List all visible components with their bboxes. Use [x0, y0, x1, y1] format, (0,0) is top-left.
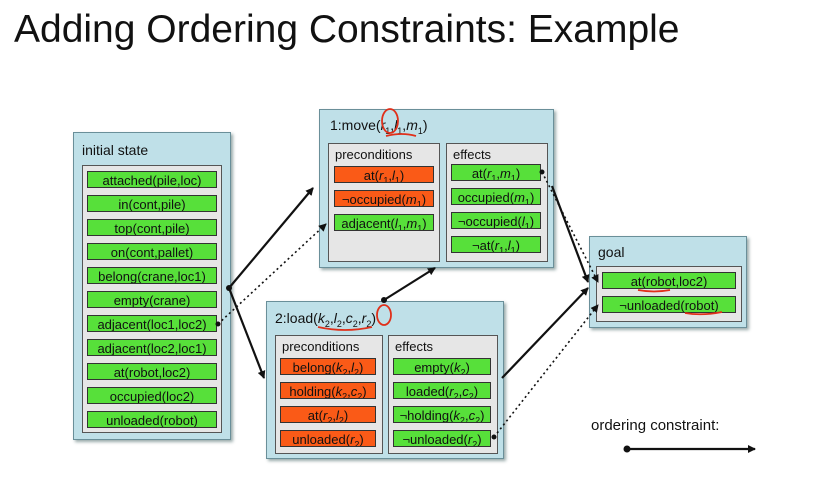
- load-effect: ¬unloaded(r2): [393, 430, 491, 447]
- move-precondition: adjacent(l1,m1): [334, 214, 434, 231]
- load-effect: ¬holding(k2,c2): [393, 406, 491, 423]
- causal-link-at: [539, 169, 599, 283]
- goal-literal: ¬unloaded(robot): [602, 296, 736, 313]
- move-precondition: ¬occupied(m1): [334, 190, 434, 207]
- ordering-arrow-move-goal: [550, 185, 590, 283]
- annotation-underline: [684, 311, 723, 316]
- initial-literal: in(cont,pile): [87, 195, 217, 212]
- annotation-circle: [381, 108, 399, 134]
- initial-literal: belong(crane,loc1): [87, 267, 217, 284]
- move-precondition: at(r1,l1): [334, 166, 434, 183]
- annotation-underline: [317, 326, 373, 331]
- load-preconditions-label: preconditions: [282, 339, 360, 354]
- ordering-arrow-load-goal: [501, 287, 589, 379]
- initial-literal: top(cont,pile): [87, 219, 217, 236]
- initial-state-panel: initial state attached(pile,loc) in(cont…: [73, 132, 231, 440]
- load-precondition: unloaded(r2): [280, 430, 376, 447]
- move-action-label: 1:move(r1,l1,m1): [330, 117, 428, 136]
- move-effect: occupied(m1): [451, 188, 541, 205]
- move-preconditions: preconditions at(r1,l1) ¬occupied(m1) ad…: [328, 143, 440, 262]
- move-effect: ¬occupied(l1): [451, 212, 541, 229]
- initial-literal: on(cont,pallet): [87, 243, 217, 260]
- load-preconditions: preconditions belong(k2,l2) holding(k2,c…: [275, 335, 383, 454]
- initial-literal: at(robot,loc2): [87, 363, 217, 380]
- goal-literal: at(robot,loc2): [602, 272, 736, 289]
- initial-state-label: initial state: [82, 142, 149, 158]
- load-action-panel: 2:load(k2,l2,c2,r2) preconditions belong…: [266, 301, 504, 459]
- annotation-underline: [385, 133, 417, 137]
- move-effect: at(r1,m1): [451, 164, 541, 181]
- initial-literal: empty(crane): [87, 291, 217, 308]
- legend-arrow: [623, 445, 756, 453]
- load-effects-label: effects: [395, 339, 434, 354]
- initial-literal: adjacent(loc2,loc1): [87, 339, 217, 356]
- annotation-underline: [637, 289, 671, 293]
- initial-literal: attached(pile,loc): [87, 171, 217, 188]
- load-effect: empty(k2): [393, 358, 491, 375]
- ordering-arrow-load-move: [381, 267, 436, 303]
- annotation-circle: [376, 304, 392, 326]
- load-effect: loaded(r2,c2): [393, 382, 491, 399]
- load-precondition: belong(k2,l2): [280, 358, 376, 375]
- initial-literal: occupied(loc2): [87, 387, 217, 404]
- causal-link-unloaded: [491, 304, 599, 440]
- legend-label: ordering constraint:: [591, 417, 720, 434]
- load-precondition: at(r2,l2): [280, 406, 376, 423]
- load-action-label: 2:load(k2,l2,c2,r2): [275, 310, 377, 329]
- causal-link-adjacent: [215, 223, 327, 327]
- move-effects-label: effects: [453, 147, 492, 162]
- move-effects: effects at(r1,m1) occupied(m1) ¬occupied…: [446, 143, 548, 262]
- move-preconditions-label: preconditions: [335, 147, 413, 162]
- page-title: Adding Ordering Constraints: Example: [14, 8, 680, 51]
- initial-literal: adjacent(loc1,loc2): [87, 315, 217, 332]
- initial-literal: unloaded(robot): [87, 411, 217, 428]
- goal-list: at(robot,loc2) ¬unloaded(robot): [596, 266, 742, 322]
- load-precondition: holding(k2,c2): [280, 382, 376, 399]
- move-effect: ¬at(r1,l1): [451, 236, 541, 253]
- move-action-panel: 1:move(r1,l1,m1) preconditions at(r1,l1)…: [319, 109, 554, 268]
- ordering-arrow-init-load: [227, 287, 266, 379]
- load-effects: effects empty(k2) loaded(r2,c2) ¬holding…: [388, 335, 498, 454]
- initial-state-list: attached(pile,loc) in(cont,pile) top(con…: [82, 165, 222, 433]
- goal-label: goal: [598, 244, 625, 260]
